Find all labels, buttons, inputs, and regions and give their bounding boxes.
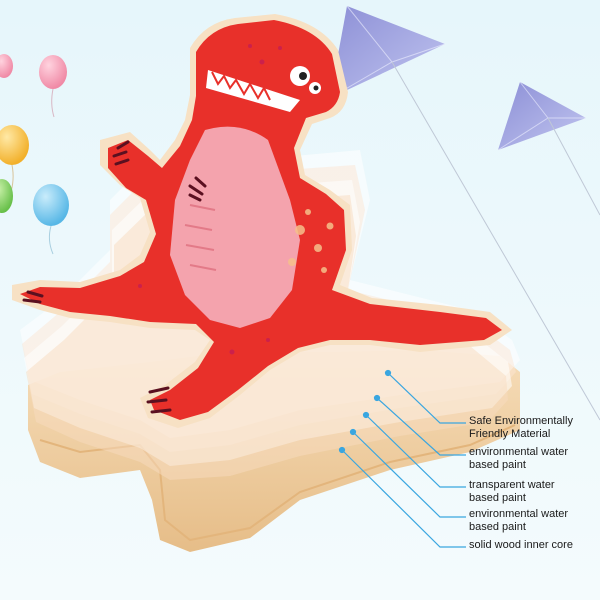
layer-label-transparent-paint: transparent water based paint: [469, 479, 555, 505]
leader-line-5: [338, 446, 466, 548]
pink-balloon-icon: [39, 55, 67, 118]
kites: [329, 5, 600, 421]
trex-top-layer: [12, 14, 512, 428]
layer-label-line: based paint: [469, 492, 526, 504]
layer-label-line: solid wood inner core: [469, 539, 573, 551]
layer-label-wood-core: solid wood inner core: [469, 539, 573, 552]
leader-line-4: [349, 428, 466, 518]
layer-label-line: environmental water: [469, 508, 569, 520]
layer-label-line: based paint: [469, 521, 526, 533]
pink-balloon-small-icon: [0, 54, 13, 78]
layer-label-line: based paint: [469, 459, 526, 471]
kite-small-icon: [497, 81, 600, 216]
leader-line-1: [384, 369, 466, 424]
leader-line-3: [362, 411, 466, 488]
layer-label-line: transparent water: [469, 479, 555, 491]
leader-lines: [338, 369, 466, 548]
blue-balloon-icon: [33, 184, 69, 255]
layer-label-environmental-paint-2: environmental water based paint: [469, 508, 568, 534]
layer-label-line: Safe Environmentally: [469, 415, 573, 427]
layer-label-line: environmental water: [469, 446, 569, 458]
layer-label-environmental-paint-1: environmental water based paint: [469, 446, 568, 472]
green-balloon-icon: [0, 179, 13, 213]
balloons: [0, 54, 69, 255]
layer-label-line: Friendly Material: [469, 428, 551, 440]
layer-label-safe-material: Safe Environmentally Friendly Material: [469, 415, 573, 441]
kite-icon: [329, 5, 600, 421]
leader-line-2: [373, 394, 466, 456]
